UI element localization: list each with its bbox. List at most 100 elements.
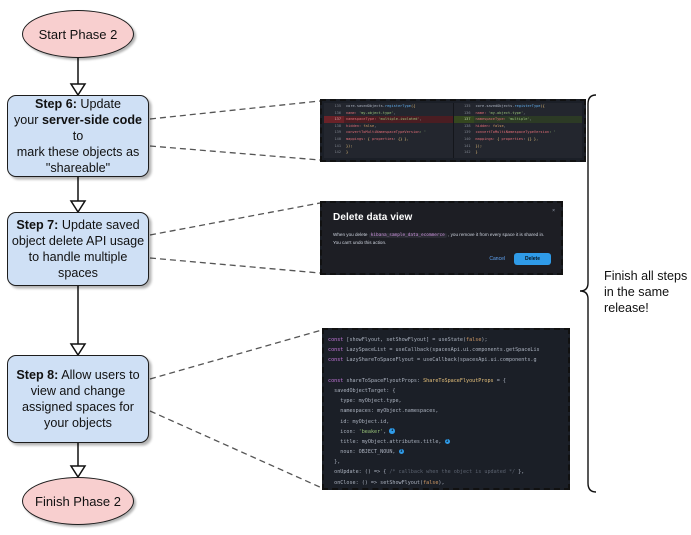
step-8-box: Step 8: Allow users to view and change a…	[7, 355, 149, 443]
diff-line-number: 142	[334, 150, 342, 155]
step-7-line3: to handle multiple spaces	[28, 250, 128, 280]
code-line: const shareToSpaceFlyoutProps: ShareToSp…	[328, 377, 506, 384]
callout-step8-top	[149, 329, 323, 380]
code-line	[328, 366, 564, 376]
diff-line-number: 136	[334, 110, 342, 115]
diff-line: 140 mappings: { properties: {} },	[454, 136, 583, 143]
dialog-body: When you delete kibana_sample_data_ecomm…	[333, 231, 548, 246]
callout-step8-bottom	[149, 410, 323, 489]
diff-line: 142}	[454, 149, 583, 156]
diff-line: 139 convertToMultiNamespaceTypeVersion: …	[324, 129, 453, 136]
callout-step6-bottom	[149, 145, 321, 161]
diff-line-code: core.savedObjects.registerType({	[346, 104, 416, 108]
release-note-label: Finish all steps in the same release!	[604, 269, 688, 315]
diff-line-number: 138	[464, 123, 471, 128]
dialog-title: Delete data view	[333, 212, 413, 223]
callout-step7-top	[149, 202, 321, 236]
step-7-box: Step 7: Update saved object delete API u…	[7, 212, 149, 286]
step-6-number: Step 6:	[34, 97, 77, 111]
step-7-number: Step 7:	[16, 218, 59, 232]
diff-line-number: 137	[324, 116, 344, 123]
step-8-line2: view and change	[30, 384, 126, 398]
finish-terminator: Finish Phase 2	[22, 477, 134, 525]
diff-line-number: 141	[334, 143, 342, 148]
diff-line-number: 141	[464, 143, 471, 148]
diff-line-number: 140	[464, 136, 471, 141]
arrowhead-4	[69, 465, 87, 479]
diff-line: 141});	[324, 143, 453, 150]
diff-line: 137 namespaceType: 'multiple',	[453, 116, 582, 123]
diff-line: 135 core.savedObjects.registerType({	[454, 103, 583, 110]
step-8-line1: Allow users to	[58, 368, 140, 382]
diff-line: 136 name: 'my-object-type',	[454, 110, 583, 117]
diff-pane-after: 135 core.savedObjects.registerType({ 136 n…	[453, 103, 583, 158]
diff-line: 142}	[324, 149, 453, 156]
code-line: id: myObject.id,	[328, 418, 390, 425]
diff-line-code: core.savedObjects.registerType({	[475, 104, 545, 108]
step-8-line4: your objects	[44, 416, 112, 430]
diff-line-code: hidden: false,	[475, 123, 506, 128]
step-6-line2-pre: your	[13, 113, 42, 127]
step-7-line1: Update saved	[58, 218, 140, 232]
diff-line-code: name: 'my-object-type',	[346, 110, 396, 115]
diff-line-code: convertToMultiNamespaceTypeVersion: '	[346, 130, 427, 135]
diff-line-number: 142	[464, 150, 471, 155]
diff-line-code: });	[475, 143, 483, 148]
code-line: const [showFlyout, setShowFlyout] = useS…	[328, 337, 488, 343]
diff-line-code: namespaceType: 'multiple',	[475, 117, 532, 122]
diff-line-number: 138	[334, 123, 342, 128]
arrowhead-3	[69, 343, 87, 357]
diff-line-code: hidden: false,	[346, 123, 377, 128]
diff-line-code: convertToMultiNamespaceTypeVersion: '	[475, 130, 556, 135]
diff-line-code: mappings: { properties: {} },	[346, 136, 409, 141]
arrowhead-2	[69, 200, 87, 214]
diff-line-code: namespaceType: 'multiple-isolated',	[346, 117, 422, 122]
code-diff-screenshot: 135 core.savedObjects.registerType({ 136 n…	[320, 99, 586, 162]
diff-line: 140 mappings: { properties: {} },	[324, 136, 453, 143]
diff-line: 138 hidden: false,	[454, 123, 583, 130]
code-line: icon: 'beaker', 1	[328, 428, 395, 435]
code-line: namespaces: myObject.namespaces,	[328, 408, 439, 415]
code-line: savedObjectTarget: {	[328, 387, 396, 394]
step-6-line4: "shareable"	[45, 161, 111, 175]
delete-data-view-dialog: × Delete data view When you delete kiban…	[322, 203, 561, 273]
diff-line: 135 core.savedObjects.registerType({	[324, 103, 453, 110]
step-8-line3: assigned spaces for	[21, 400, 134, 414]
step-6-line3: mark these objects as	[16, 145, 140, 159]
code-line: },	[328, 459, 341, 466]
dialog-body-before: When you delete	[333, 232, 369, 237]
annotation-badge: 1	[389, 428, 395, 434]
cancel-button[interactable]: Cancel	[489, 256, 505, 262]
close-icon[interactable]: ×	[552, 208, 555, 214]
delete-dialog-screenshot: × Delete data view When you delete kiban…	[320, 201, 563, 275]
diff-line-number: 136	[464, 110, 471, 115]
start-terminator-label: Start Phase 2	[38, 26, 118, 42]
diff-line-code: name: 'my-object-type',	[475, 110, 526, 115]
code-line: onClose: () => setShowFlyout(false),	[328, 479, 445, 486]
diff-line: 136 name: 'my-object-type',	[324, 110, 453, 117]
diff-line-number: 135	[334, 104, 342, 108]
code-line: noun: OBJECT_NOUN, 3	[328, 448, 405, 456]
step-7-line2: object delete API usage	[11, 234, 145, 248]
code-line: const LazySpaceList = useCallback(spaces…	[328, 347, 540, 354]
diff-line-number: 140	[334, 136, 342, 141]
delete-button[interactable]: Delete	[513, 253, 551, 265]
diff-line: 138 hidden: false,	[324, 123, 453, 130]
start-terminator: Start Phase 2	[22, 10, 134, 58]
diff-line-number: 139	[464, 130, 471, 135]
code-line: onUpdate: () => { /* callback when the o…	[328, 469, 525, 476]
step-6-line2-post: to	[72, 129, 84, 143]
diff-line-number: 135	[464, 104, 471, 108]
code-line: type: myObject.type,	[328, 398, 402, 405]
arrowhead-1	[69, 83, 87, 97]
diff-line-number: 137	[453, 116, 474, 123]
diff-line: 137 namespaceType: 'multiple-isolated',	[324, 116, 453, 123]
dialog-data-view-name: kibana_sample_data_ecommerce	[368, 233, 447, 238]
diff-line-code: });	[346, 143, 353, 148]
step-6-box: Step 6: Update your server-side code to …	[7, 95, 149, 177]
diff-pane-before: 135 core.savedObjects.registerType({ 136 n…	[324, 103, 454, 158]
dialog-actions: Cancel Delete	[489, 253, 551, 265]
code-line: };	[328, 488, 564, 489]
flyout-code-screenshot: const [showFlyout, setShowFlyout] = useS…	[322, 328, 570, 490]
